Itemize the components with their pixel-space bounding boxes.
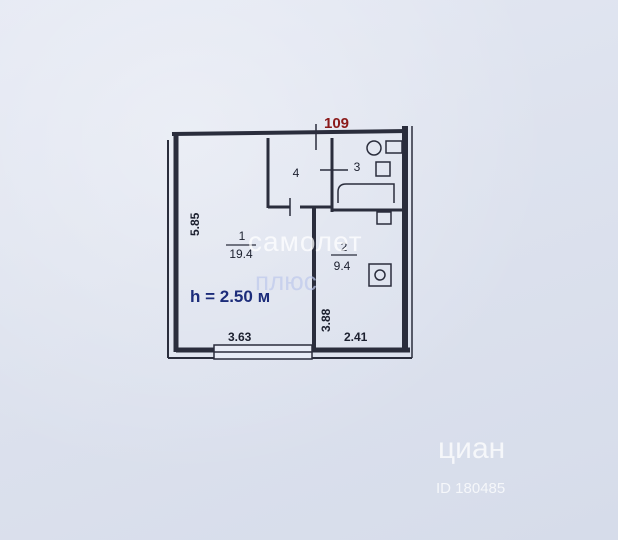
apartment-number: 109 xyxy=(324,115,349,132)
window xyxy=(213,344,313,360)
ceiling-height-label: h = 2.50 м xyxy=(190,287,270,306)
kitchen-sink-icon xyxy=(376,211,392,225)
toilet-icon xyxy=(366,140,403,156)
samolet-watermark-line2: плюс xyxy=(255,266,317,296)
room2-label: 2 xyxy=(341,240,348,254)
inner-partitions xyxy=(266,138,402,350)
room3-label: 3 xyxy=(354,160,361,174)
room2-area: 9.4 xyxy=(334,259,351,273)
dimension-partition: 3.88 xyxy=(319,308,333,332)
room1-label: 1 xyxy=(239,229,246,243)
bathtub-icon xyxy=(337,183,395,203)
door-marks xyxy=(289,124,348,216)
dimension-room2-width: 2.41 xyxy=(344,330,368,344)
stove-icon xyxy=(368,263,392,287)
dimension-left-height: 5.85 xyxy=(188,212,202,236)
dimension-room1-width: 3.63 xyxy=(228,330,252,344)
cian-watermark-name: циан xyxy=(438,432,506,465)
sink-icon xyxy=(375,161,391,177)
room1-area: 19.4 xyxy=(229,247,253,261)
cian-watermark-id: ID 180485 xyxy=(436,480,506,497)
samolet-watermark-line1: самолет xyxy=(248,226,363,257)
room4-label: 4 xyxy=(293,166,300,180)
